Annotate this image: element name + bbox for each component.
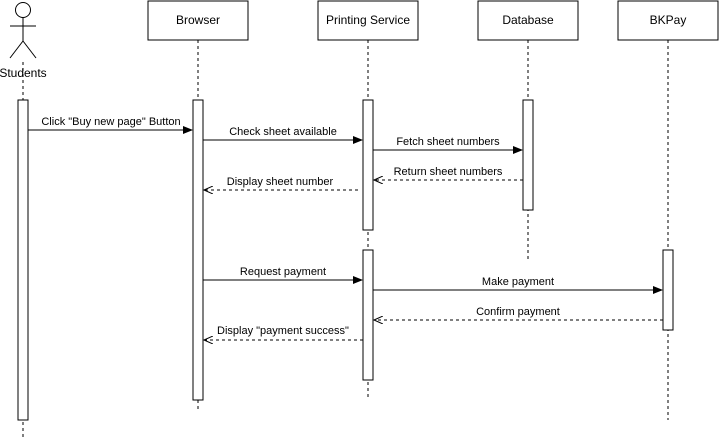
participant-bkpay-box bbox=[617, 0, 719, 41]
participant-printing-service-box bbox=[317, 0, 419, 41]
participant-database-label: Database bbox=[502, 13, 554, 27]
message-label-8: Confirm payment bbox=[476, 306, 560, 318]
activation-students bbox=[17, 99, 29, 421]
message-label-6: Request payment bbox=[240, 266, 326, 278]
message-label-1: Click "Buy new page" Button bbox=[41, 116, 180, 128]
message-label-5: Display sheet number bbox=[227, 176, 334, 188]
participant-browser-box bbox=[147, 0, 249, 41]
participant-bkpay-label: BKPay bbox=[650, 13, 687, 27]
activation-printing-service-2 bbox=[362, 249, 374, 381]
students-actor-icon bbox=[9, 2, 37, 59]
participant-browser-label: Browser bbox=[176, 13, 220, 27]
message-label-7: Make payment bbox=[482, 276, 554, 288]
message-label-4: Return sheet numbers bbox=[394, 166, 503, 178]
activation-database bbox=[522, 99, 534, 211]
activation-browser bbox=[192, 99, 204, 401]
message-label-9: Display "payment success" bbox=[217, 325, 349, 337]
participant-printing-service-label: Printing Service bbox=[326, 13, 410, 27]
activation-bkpay bbox=[662, 249, 674, 331]
message-label-2: Check sheet available bbox=[229, 126, 337, 138]
activation-printing-service-1 bbox=[362, 99, 374, 231]
participant-students-label: Students bbox=[0, 66, 47, 80]
participant-database-box bbox=[477, 0, 579, 41]
message-label-3: Fetch sheet numbers bbox=[396, 136, 500, 148]
